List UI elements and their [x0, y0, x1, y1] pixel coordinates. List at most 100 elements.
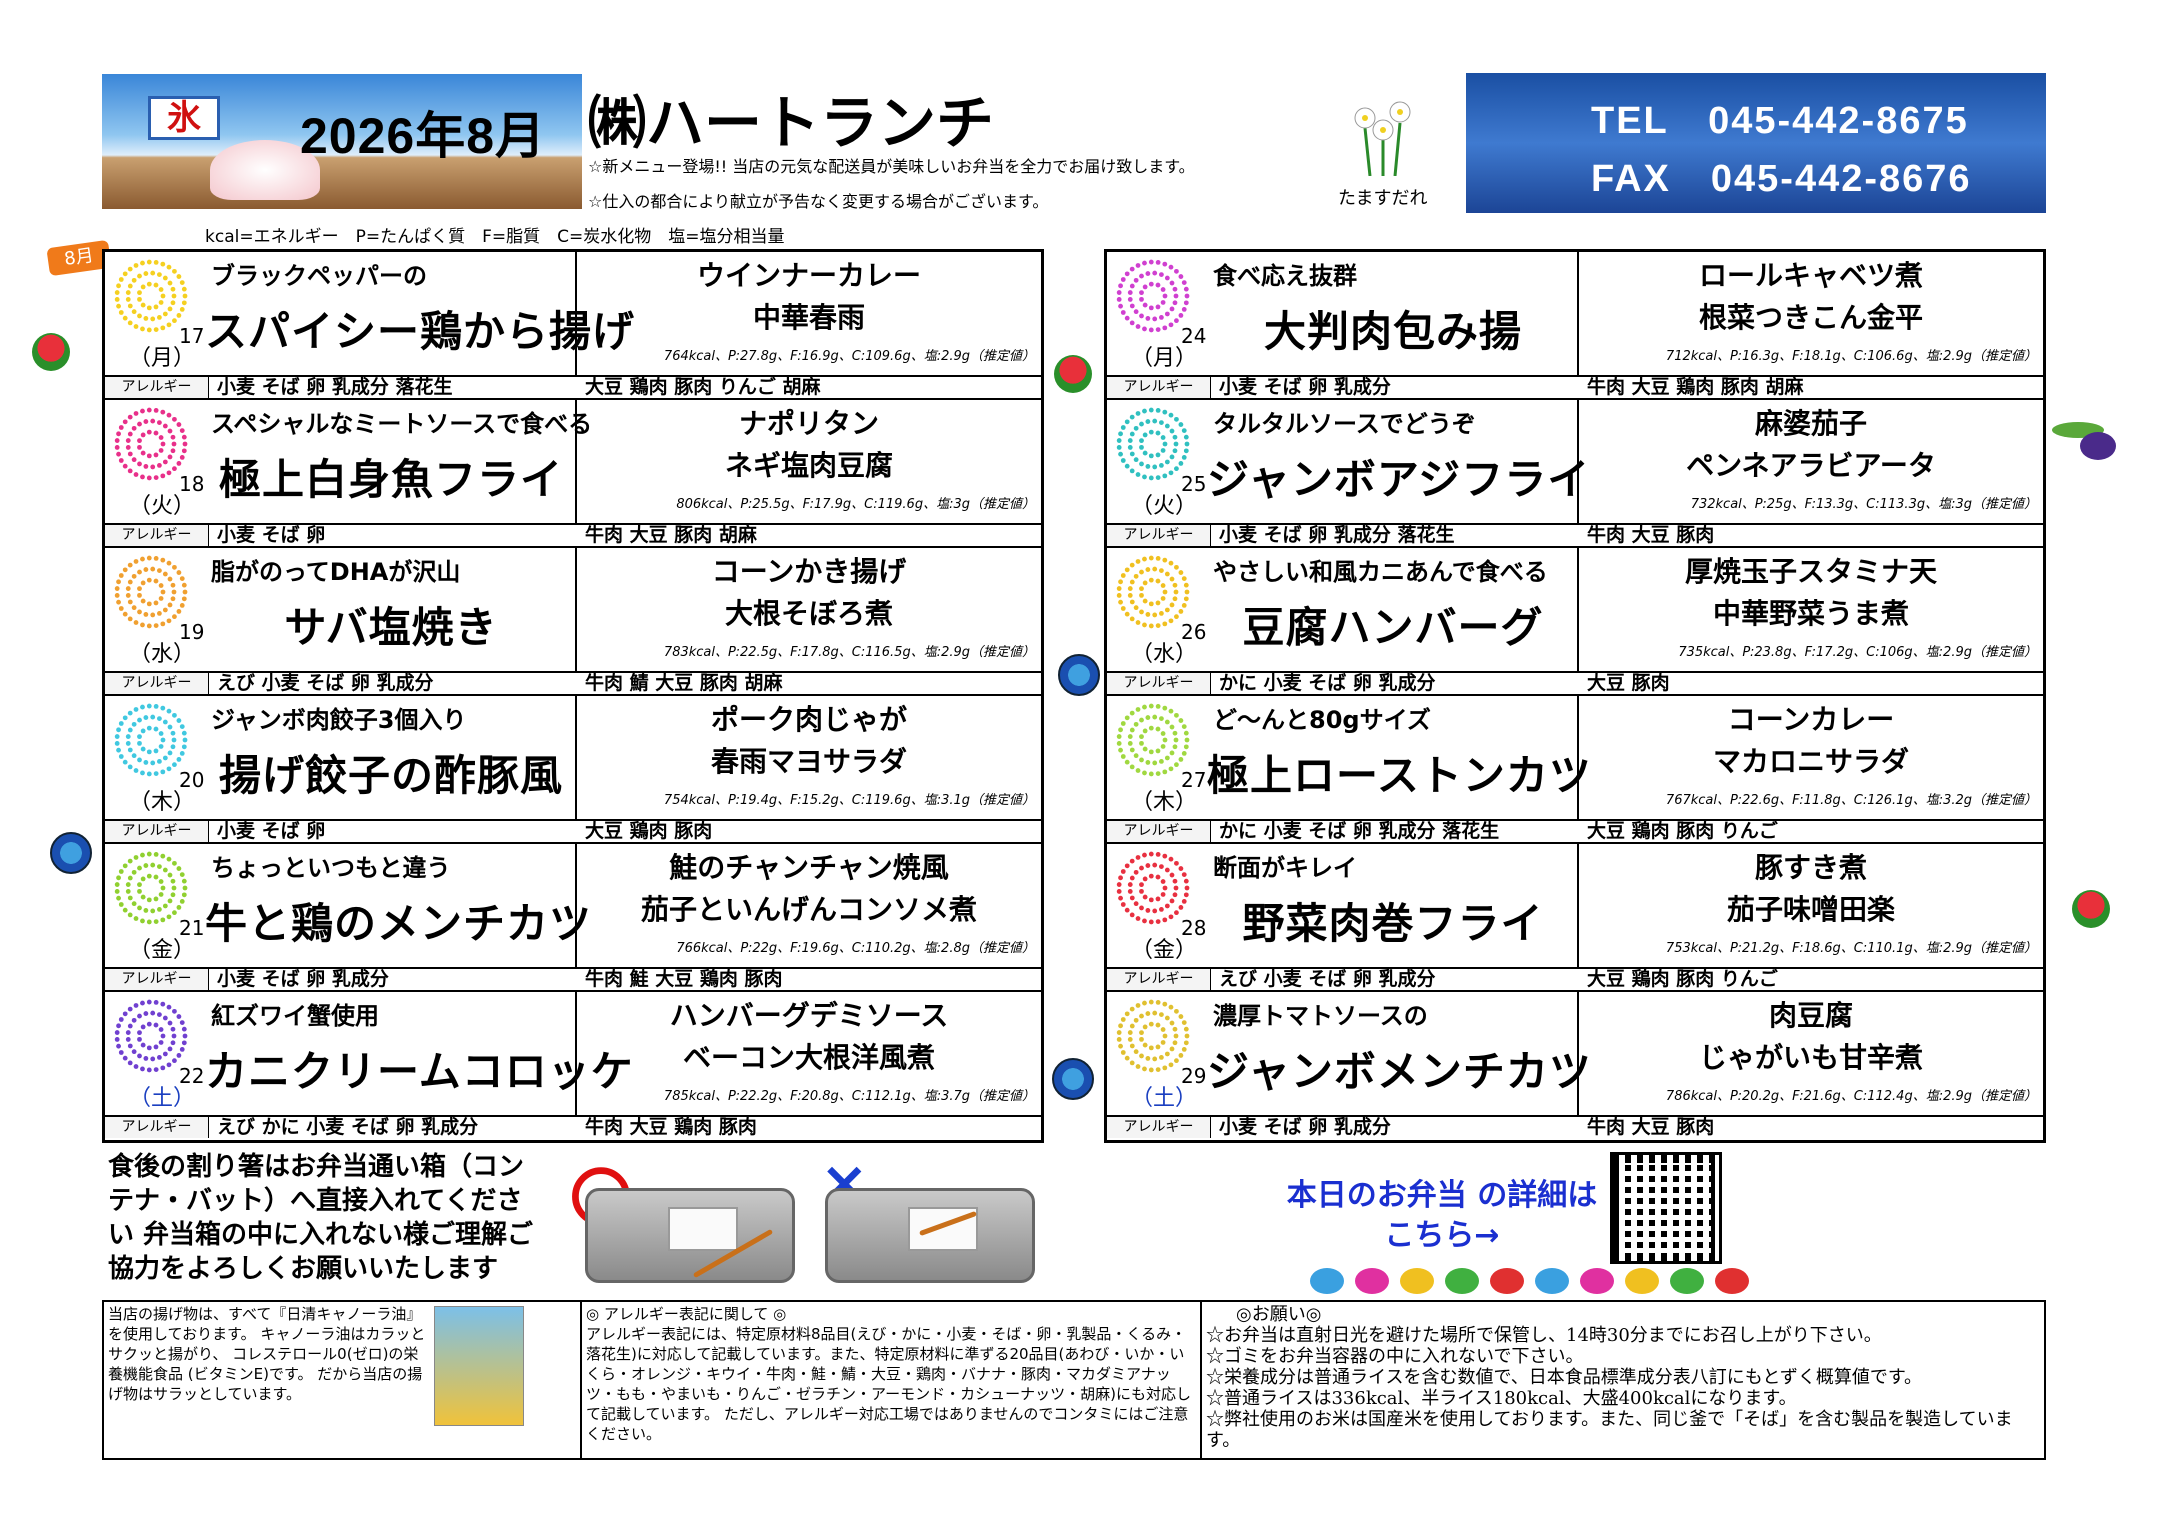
firework-icon — [1116, 851, 1190, 925]
day-of-week: （水） — [1131, 642, 1198, 667]
nutrition-values: 786kcal、P:20.2g、F:21.6g、C:112.4g、塩:2.9g（… — [1665, 1089, 2037, 1104]
uchiwa-fan-icon — [1058, 654, 1100, 696]
allergy-main: えび かに 小麦 そば 卵 乳成分 — [217, 1116, 479, 1138]
company-name: ㈱ハートランチ — [588, 89, 995, 157]
day-number: 29 — [1181, 1064, 1207, 1088]
allergy-label: アレルギー — [105, 525, 209, 546]
qr-code[interactable] — [1610, 1152, 1722, 1264]
firework-icon — [114, 999, 188, 1073]
footer-info: 当店の揚げ物は、すべて『日清キャノーラ油』を使用しております。 キャノーラ油はカ… — [102, 1300, 2046, 1460]
main-dish-name: 大判肉包み揚 — [1263, 307, 1522, 356]
side-dish-2: ネギ塩肉豆腐 — [724, 449, 893, 482]
main-dish-subtitle: 食べ応え抜群 — [1213, 262, 1357, 290]
side-dish-1: ポーク肉じゃが — [710, 703, 907, 736]
side-dish-1: ロールキャベツ煮 — [1698, 259, 1923, 292]
day-number: 20 — [179, 768, 205, 792]
main-dish-name: 極上ローストンカツ — [1207, 751, 1592, 800]
nutrition-values: 783kcal、P:22.5g、F:17.8g、C:116.5g、塩:2.9g（… — [663, 645, 1035, 660]
nutrition-values: 754kcal、P:19.4g、F:15.2g、C:119.6g、塩:3.1g（… — [663, 793, 1035, 808]
main-dish-name: スパイシー鶏から揚げ — [205, 307, 636, 356]
day-number: 27 — [1181, 768, 1207, 792]
day-of-week: （金） — [129, 938, 196, 963]
side-dish-2: 中華野菜うま煮 — [1712, 597, 1909, 630]
allergy-main: 小麦 そば 卵 乳成分 — [217, 968, 389, 990]
allergy-row: アレルギーえび 小麦 そば 卵 乳成分牛肉 鯖 大豆 豚肉 胡麻 — [105, 671, 1041, 694]
firework-icon — [1116, 999, 1190, 1073]
allergy-side: 牛肉 大豆 豚肉 胡麻 — [585, 524, 757, 546]
day-of-week: （土） — [1131, 1086, 1198, 1111]
allergy-side: 牛肉 大豆 豚肉 — [1587, 1116, 1715, 1138]
main-dish-subtitle: ちょっといつもと違う — [211, 854, 451, 882]
bento-details-link[interactable]: 本日のお弁当 の詳細はこちら→ — [1286, 1178, 1598, 1253]
main-dish-subtitle: 断面がキレイ — [1213, 854, 1357, 882]
side-dish-2: 根菜つきこん金平 — [1698, 301, 1923, 334]
main-dish-subtitle: ど～んと80gサイズ — [1213, 706, 1431, 734]
watermelon-icon — [1054, 355, 1092, 393]
allergy-main: えび 小麦 そば 卵 乳成分 — [217, 672, 434, 694]
allergy-label: アレルギー — [1107, 525, 1211, 546]
notice-line-2: ☆仕入の都合により献立が予告なく変更する場合がございます。 — [588, 192, 1049, 211]
side-dish-2: ペンネアラビアータ — [1686, 449, 1936, 482]
day-of-week: （月） — [1131, 346, 1198, 371]
allergy-row: アレルギー小麦 そば 卵 乳成分牛肉 大豆 鶏肉 豚肉 胡麻 — [1107, 375, 2043, 398]
allergy-label: アレルギー — [105, 377, 209, 398]
allergy-row: アレルギー小麦 そば 卵大豆 鶏肉 豚肉 — [105, 819, 1041, 842]
nutrition-values: 732kcal、P:25g、F:13.3g、C:113.3g、塩:3g（推定値） — [1690, 497, 2037, 512]
nutrition-values: 767kcal、P:22.6g、F:11.8g、C:126.1g、塩:3.2g（… — [1665, 793, 2037, 808]
firework-icon — [1116, 407, 1190, 481]
firework-icon — [114, 407, 188, 481]
eggplant-cucumber-icon — [2052, 422, 2116, 460]
tel-number[interactable]: TEL 045-442-8675 — [1591, 100, 1969, 142]
allergy-row: アレルギー小麦 そば 卵 乳成分 落花生大豆 鶏肉 豚肉 りんご 胡麻 — [105, 375, 1041, 398]
side-dish-1: コーンカレー — [1727, 703, 1895, 736]
main-dish-name: 揚げ餃子の酢豚風 — [218, 751, 563, 800]
day-number: 26 — [1181, 620, 1207, 644]
main-dish-name: 豆腐ハンバーグ — [1242, 603, 1544, 652]
side-dish-1: ウインナーカレー — [696, 259, 921, 292]
allergy-main: 小麦 そば 卵 — [217, 524, 326, 546]
allergy-main: えび 小麦 そば 卵 乳成分 — [1219, 968, 1436, 990]
allergy-label: アレルギー — [105, 821, 209, 842]
firework-icon — [114, 555, 188, 629]
main-dish-subtitle: ブラックペッパーの — [211, 262, 427, 290]
side-dish-1: 麻婆茄子 — [1754, 407, 1867, 440]
allergy-label: アレルギー — [1107, 821, 1211, 842]
ice-flag: 氷 — [148, 96, 220, 140]
main-dish-name: ジャンボメンチカツ — [1207, 1047, 1592, 1096]
allergy-label: アレルギー — [105, 1117, 209, 1138]
allergy-label: アレルギー — [1107, 377, 1211, 398]
firework-icon — [1116, 555, 1190, 629]
fax-number: FAX 045-442-8676 — [1591, 158, 1972, 200]
allergy-main: 小麦 そば 卵 乳成分 — [1219, 1116, 1391, 1138]
allergy-side: 牛肉 大豆 鶏肉 豚肉 胡麻 — [1587, 376, 1804, 398]
allergy-row: アレルギー小麦 そば 卵 乳成分牛肉 鮭 大豆 鶏肉 豚肉 — [105, 967, 1041, 990]
requests-info: ◎お願い◎ ☆お弁当は直射日光を避けた場所で保管し、14時30分までにお召し上が… — [1202, 1302, 2044, 1458]
day-number: 17 — [179, 324, 205, 348]
firework-icon — [114, 259, 188, 333]
allergy-info-title: ◎ アレルギー表記に関して ◎ — [586, 1305, 787, 1323]
